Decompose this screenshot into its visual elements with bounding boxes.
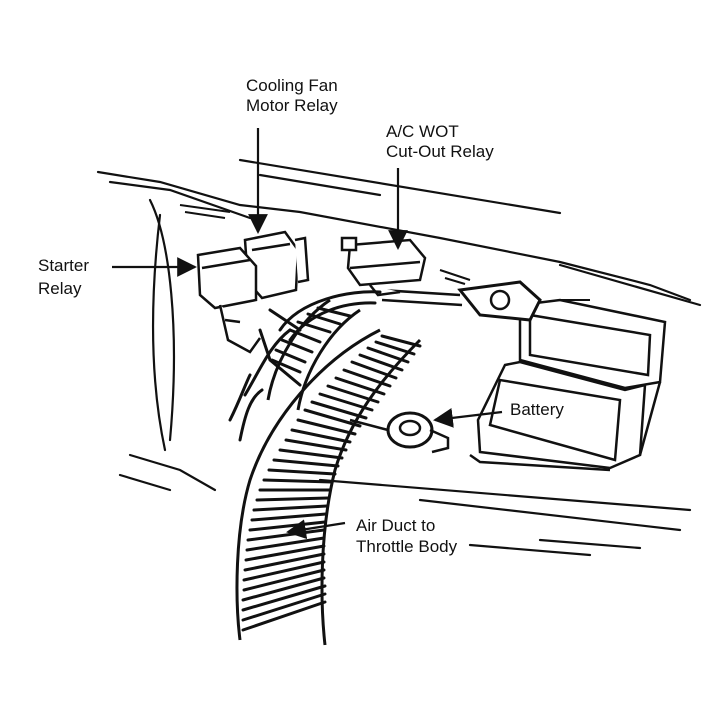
fender-hatching: [179, 204, 590, 301]
air-duct-ribs: [241, 306, 422, 632]
arrow-air-duct: [286, 519, 346, 539]
label-ac-wot-line2: Cut-Out Relay: [386, 142, 494, 161]
fender-outline: [96, 158, 702, 557]
label-ac-wot-line1: A/C WOT: [386, 122, 459, 141]
relay-cluster-drawing: [196, 230, 310, 354]
label-air-duct-line2: Throttle Body: [356, 537, 458, 556]
label-starter-line2: Relay: [38, 279, 82, 298]
label-starter-line1: Starter: [38, 256, 90, 275]
label-cooling-fan-line2: Motor Relay: [246, 96, 338, 115]
battery-drawing: [349, 280, 667, 472]
ac-wot-relay-drawing: [340, 236, 427, 297]
leader-arrows: [112, 128, 503, 539]
label-cooling-fan-line1: Cooling Fan: [246, 76, 338, 95]
label-air-duct-line1: Air Duct to: [356, 516, 436, 535]
arrow-battery: [433, 408, 503, 428]
label-battery: Battery: [510, 400, 564, 419]
